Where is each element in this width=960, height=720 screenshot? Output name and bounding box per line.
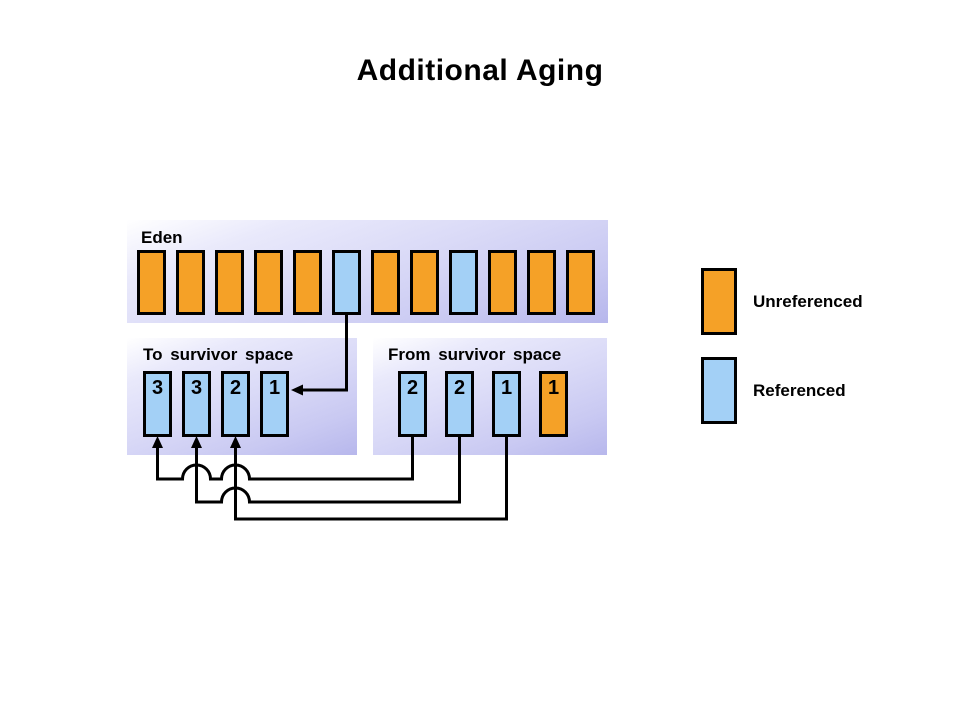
legend-item-unreferenced: Unreferenced [701,268,863,335]
legend-item-referenced: Referenced [701,357,846,424]
slide-title: Additional Aging [356,54,604,87]
eden-cell-2 [176,250,205,315]
eden-cell-8 [410,250,439,315]
eden-cell-9 [449,250,478,315]
eden-cell-1 [137,250,166,315]
eden-cell-3 [215,250,244,315]
to-survivor-cell-2: 3 [182,371,211,437]
eden-cell-4 [254,250,283,315]
to-survivor-label: To survivor space [143,345,294,364]
eden-cell-11 [527,250,556,315]
eden-cell-5 [293,250,322,315]
unreferenced-label: Unreferenced [753,291,863,311]
unreferenced-swatch [701,268,737,335]
eden-space-box: Eden [127,220,608,323]
referenced-label: Referenced [753,380,846,400]
eden-label: Eden [141,228,183,247]
from-survivor-cell-4: 1 [539,371,568,437]
referenced-swatch [701,357,737,424]
from-survivor-cell-3: 1 [492,371,521,437]
from-survivor-cell-2: 2 [445,371,474,437]
from-survivor-cell-1: 2 [398,371,427,437]
to-survivor-cell-3: 2 [221,371,250,437]
eden-cells [137,250,595,315]
eden-cell-7 [371,250,400,315]
eden-cell-10 [488,250,517,315]
eden-cell-6 [332,250,361,315]
to-survivor-cell-1: 3 [143,371,172,437]
to-survivor-cell-4: 1 [260,371,289,437]
eden-cell-12 [566,250,595,315]
from-survivor-label: From survivor space [388,345,562,364]
